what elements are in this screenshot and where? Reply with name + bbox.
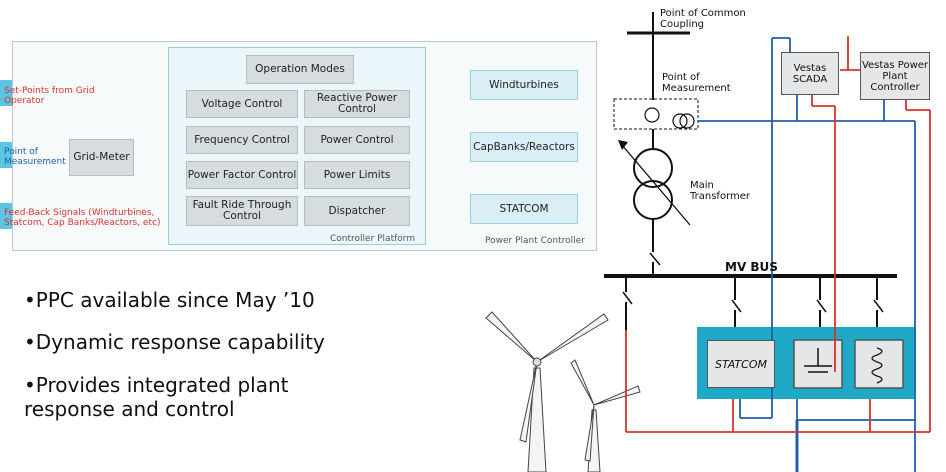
mode-power-control: Power Control [304, 126, 410, 154]
bullet-dynamic-response: •Dynamic response capability [24, 330, 325, 354]
output-statcom: STATCOM [470, 194, 578, 224]
operation-modes-box: Operation Modes [246, 55, 354, 84]
input-label-feedback-signals: Feed-Back Signals (Windturbines, Statcom… [4, 208, 161, 228]
mode-voltage-control: Voltage Control [186, 90, 298, 118]
bullet-ppc-available: •PPC available since May ’10 [24, 288, 315, 312]
mode-dispatcher: Dispatcher [304, 196, 410, 226]
controller-platform-caption: Controller Platform [330, 234, 416, 244]
vestas-ppc-box: Vestas Power Plant Controller [860, 52, 930, 100]
mode-power-limits: Power Limits [304, 161, 410, 189]
statcom-box: STATCOM [707, 340, 775, 388]
mode-frequency-control: Frequency Control [186, 126, 298, 154]
wind-turbine-icon [485, 311, 641, 472]
bullet-integrated-plant: •Provides integrated plant response and … [24, 373, 289, 421]
transformer-label: Main Transformer [690, 180, 751, 202]
output-capbanks-reactors: CapBanks/Reactors [470, 132, 578, 162]
signal-wires [625, 36, 931, 472]
single-line-diagram [604, 12, 897, 336]
mode-power-factor-control: Power Factor Control [186, 161, 298, 189]
arrow-icon [618, 140, 628, 150]
mode-reactive-power-control: Reactive Power Control [304, 90, 410, 118]
input-label-point-of-measurement: Point of Measurement [4, 147, 66, 167]
pom-label: Point of Measurement [662, 72, 731, 94]
capacitor-icon [804, 348, 832, 373]
grid-meter-box: Grid-Meter [69, 139, 134, 176]
vestas-scada-box: Vestas SCADA [781, 52, 839, 95]
pcc-label: Point of Common Coupling [660, 8, 746, 30]
reactor-box [854, 339, 904, 389]
power-plant-controller-caption: Power Plant Controller [485, 236, 585, 246]
capacitor-bank-box [793, 339, 843, 389]
input-label-set-points: Set-Points from Grid Operator [4, 86, 95, 106]
output-windturbines: Windturbines [470, 70, 578, 100]
mode-fault-ride-through-control: Fault Ride Through Control [186, 196, 298, 226]
mv-bus-label: MV BUS [725, 260, 778, 274]
reactor-coil-icon [871, 347, 883, 384]
